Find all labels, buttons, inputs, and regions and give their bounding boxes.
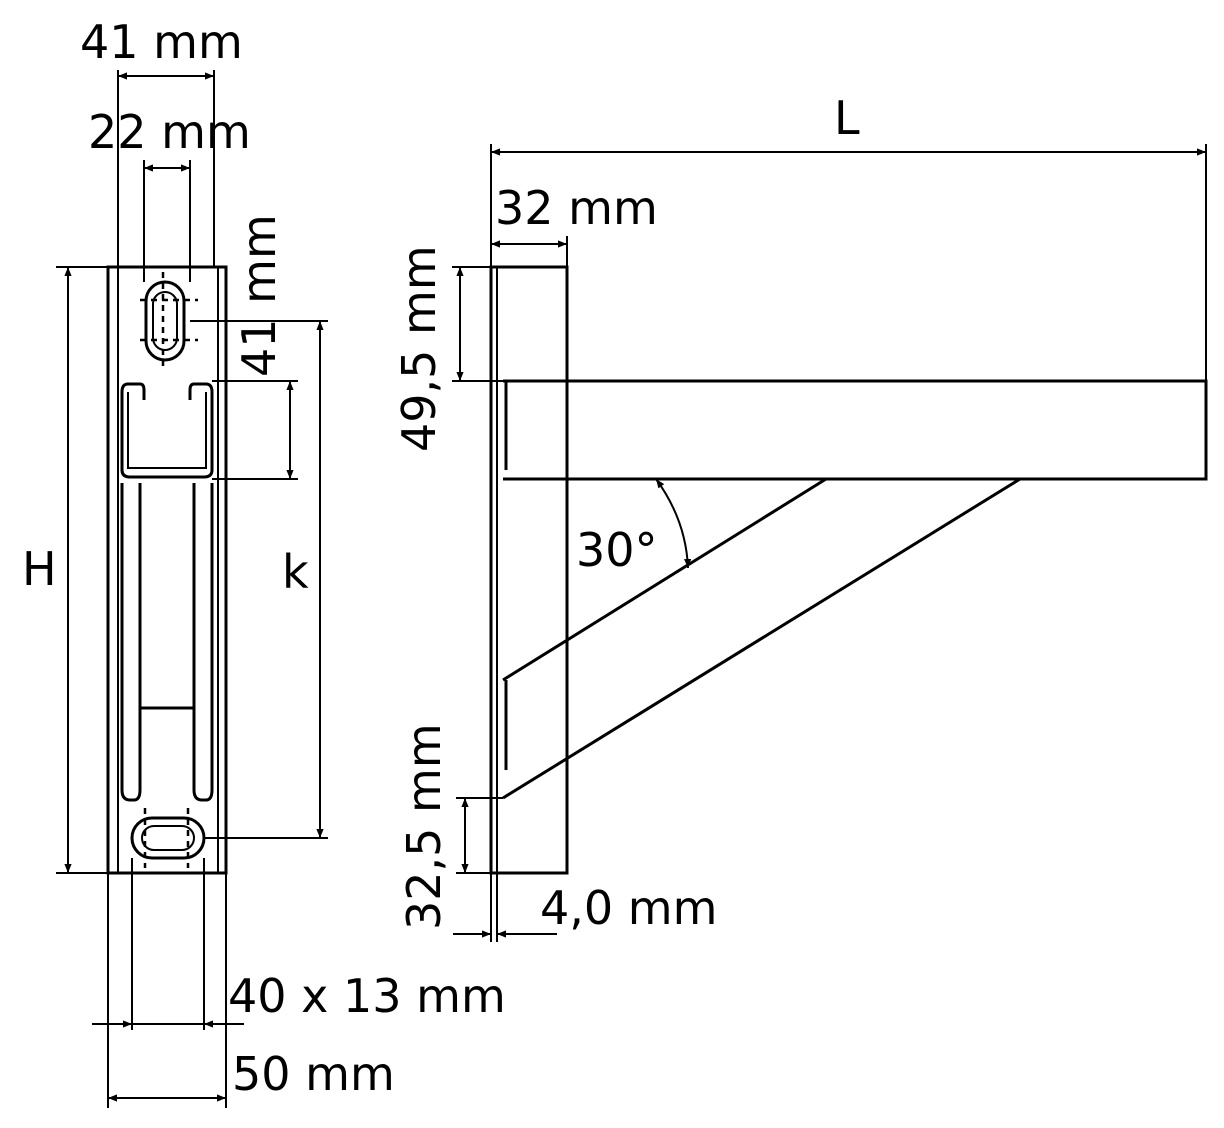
dim-hole-pitch-label: k xyxy=(282,545,309,599)
dim-slot-spacing-label: 22 mm xyxy=(88,105,251,159)
c-channel-inner xyxy=(127,392,207,469)
dim-length-label: L xyxy=(834,91,860,145)
dim-base-width-label: 50 mm xyxy=(232,1047,395,1101)
dim-top-offset-label: 49,5 mm xyxy=(392,245,446,452)
strut-upper-edge xyxy=(502,477,827,682)
dim-plate-width-label: 32 mm xyxy=(495,181,658,235)
arm-slot-right xyxy=(192,483,214,802)
top-slot-hole xyxy=(144,280,186,362)
dim-flange-width-label: 41 mm xyxy=(80,15,243,69)
back-plate-outline xyxy=(106,265,228,875)
dim-angle-label: 30° xyxy=(576,523,658,577)
horizontal-arm xyxy=(503,379,1208,481)
c-channel-profile xyxy=(120,382,214,479)
arm-slot-left xyxy=(120,483,142,802)
top-slot-hole-inner xyxy=(152,291,178,351)
angle-arc xyxy=(655,478,692,569)
side-view: 30° L 32 mm 49,5 mm 32,5 mm 4,0 mm xyxy=(392,91,1208,942)
dim-plate-thickness-label: 4,0 mm xyxy=(540,881,717,935)
dim-slot-size-label: 40 x 13 mm xyxy=(228,969,506,1023)
wall-plate xyxy=(489,265,569,875)
dim-bottom-offset-label: 32,5 mm xyxy=(397,723,451,930)
bottom-slot-hole-inner xyxy=(141,825,195,851)
dim-height-label: H xyxy=(22,542,57,596)
dim-slot-offset-label: 41 mm xyxy=(232,214,286,377)
strut-lower-edge xyxy=(502,477,1021,800)
front-view: 41 mm 22 mm 41 mm H k 40 x 13 mm 50 mm xyxy=(22,15,506,1108)
